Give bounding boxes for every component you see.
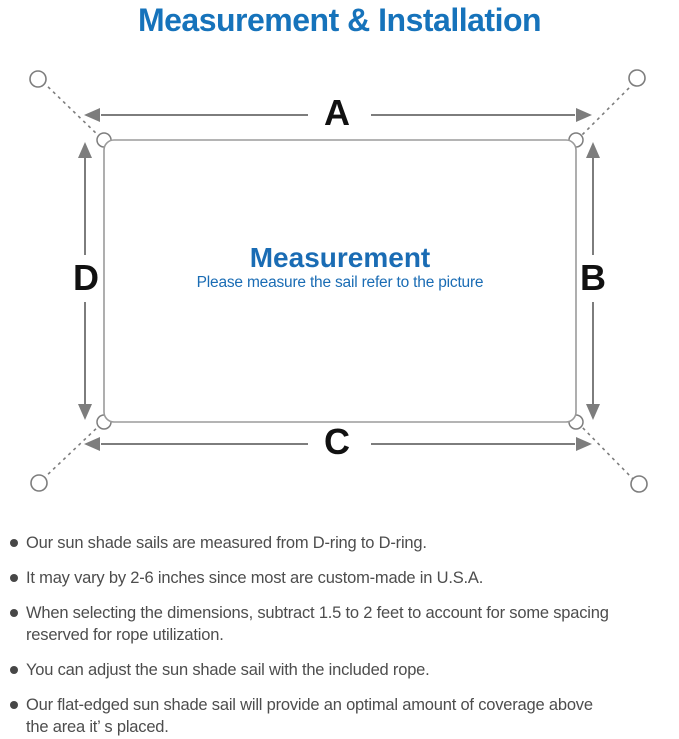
anchor-ring-icon <box>630 475 648 493</box>
list-item: It may vary by 2-6 inches since most are… <box>10 567 677 589</box>
note-text: You can adjust the sun shade sail with t… <box>26 661 430 679</box>
dimension-arrow-a <box>84 108 592 122</box>
arrowhead-left-icon <box>84 437 100 451</box>
note-text: the area it’ s placed. <box>26 718 169 736</box>
dimension-arrow-c <box>84 437 592 451</box>
notes-list: Our sun shade sails are measured from D-… <box>10 532 677 739</box>
note-text: When selecting the dimensions, subtract … <box>26 604 609 622</box>
rope-bottom-right <box>578 423 635 481</box>
arrowhead-right-icon <box>576 108 592 122</box>
bullet-icon <box>10 701 18 709</box>
measurement-heading: Measurement <box>249 242 431 273</box>
rope-bottom-left <box>42 423 102 480</box>
corner-d-rings <box>96 132 584 430</box>
note-text: It may vary by 2-6 inches since most are… <box>26 569 484 587</box>
rope-top-right <box>578 82 635 139</box>
bullet-icon <box>10 574 18 582</box>
list-item: You can adjust the sun shade sail with t… <box>10 659 677 681</box>
note-text: Our flat-edged sun shade sail will provi… <box>26 696 593 714</box>
note-text: Our sun shade sails are measured from D-… <box>26 534 427 552</box>
anchor-rope-lines <box>42 81 635 481</box>
arrowhead-down-icon <box>78 404 92 420</box>
anchor-rings <box>29 69 648 493</box>
dimension-label-d: D <box>73 257 99 298</box>
measurement-subheading: Please measure the sail refer to the pic… <box>196 274 484 291</box>
arrowhead-down-icon <box>586 404 600 420</box>
anchor-ring-icon <box>628 69 646 87</box>
list-item: Our sun shade sails are measured from D-… <box>10 532 677 554</box>
sail-outline <box>103 139 577 423</box>
rope-top-left <box>42 81 102 139</box>
list-item: Our flat-edged sun shade sail will provi… <box>10 694 677 738</box>
dimension-label-b: B <box>580 257 606 298</box>
arrowhead-up-icon <box>586 142 600 158</box>
arrowhead-right-icon <box>576 437 592 451</box>
anchor-ring-icon <box>30 474 48 492</box>
dimension-arrow-b <box>586 142 600 420</box>
bullet-icon <box>10 609 18 617</box>
dimension-label-a: A <box>324 92 350 133</box>
bullet-icon <box>10 539 18 547</box>
page-title: Measurement & Installation <box>137 2 542 38</box>
note-text: reserved for rope utilization. <box>26 626 224 644</box>
dimension-arrow-d <box>78 142 92 420</box>
arrowhead-up-icon <box>78 142 92 158</box>
list-item: When selecting the dimensions, subtract … <box>10 602 677 646</box>
dimension-arrows <box>78 108 600 451</box>
dimension-label-c: C <box>324 421 350 462</box>
bullet-icon <box>10 666 18 674</box>
anchor-ring-icon <box>29 70 47 88</box>
arrowhead-left-icon <box>84 108 100 122</box>
